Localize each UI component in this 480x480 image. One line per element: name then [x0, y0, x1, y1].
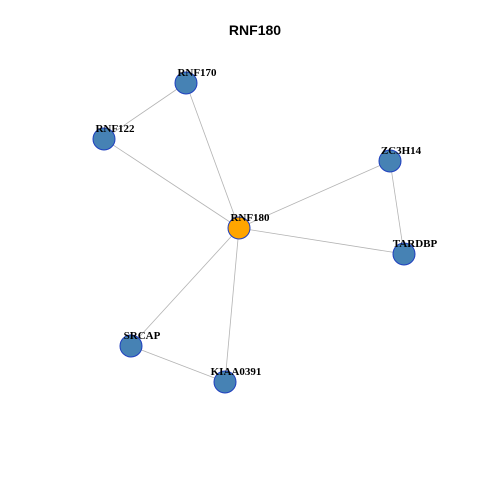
- edge-rnf180-kiaa0391: [224, 227, 240, 383]
- node-label-rnf180: RNF180: [230, 212, 270, 224]
- node-layer: [92, 71, 416, 394]
- edge-rnf180-rnf170: [185, 82, 240, 229]
- node-label-rnf122: RNF122: [95, 123, 135, 135]
- edge-layer: [103, 82, 405, 383]
- node-label-srcap: SRCAP: [124, 330, 161, 342]
- edge-rnf180-srcap: [130, 227, 240, 347]
- node-zc3h14[interactable]: [378, 149, 402, 173]
- node-rnf170[interactable]: [174, 71, 198, 95]
- edge-rnf180-tardbp: [238, 227, 405, 255]
- node-kiaa0391[interactable]: [213, 370, 237, 394]
- edge-zc3h14-tardbp: [389, 160, 405, 255]
- node-rnf180[interactable]: [227, 216, 251, 240]
- edge-rnf170-rnf122: [103, 82, 187, 140]
- node-rnf122[interactable]: [92, 127, 116, 151]
- edge-srcap-kiaa0391: [130, 345, 226, 383]
- node-label-tardbp: TARDBP: [393, 238, 438, 250]
- edge-rnf180-rnf122: [103, 138, 240, 229]
- node-label-zc3h14: ZC3H14: [381, 145, 422, 157]
- node-srcap[interactable]: [119, 334, 143, 358]
- node-label-rnf170: RNF170: [177, 67, 217, 79]
- edge-rnf180-zc3h14: [238, 160, 391, 229]
- graph-title: RNF180: [229, 22, 281, 38]
- node-tardbp[interactable]: [392, 242, 416, 266]
- node-label-kiaa0391: KIAA0391: [211, 366, 262, 378]
